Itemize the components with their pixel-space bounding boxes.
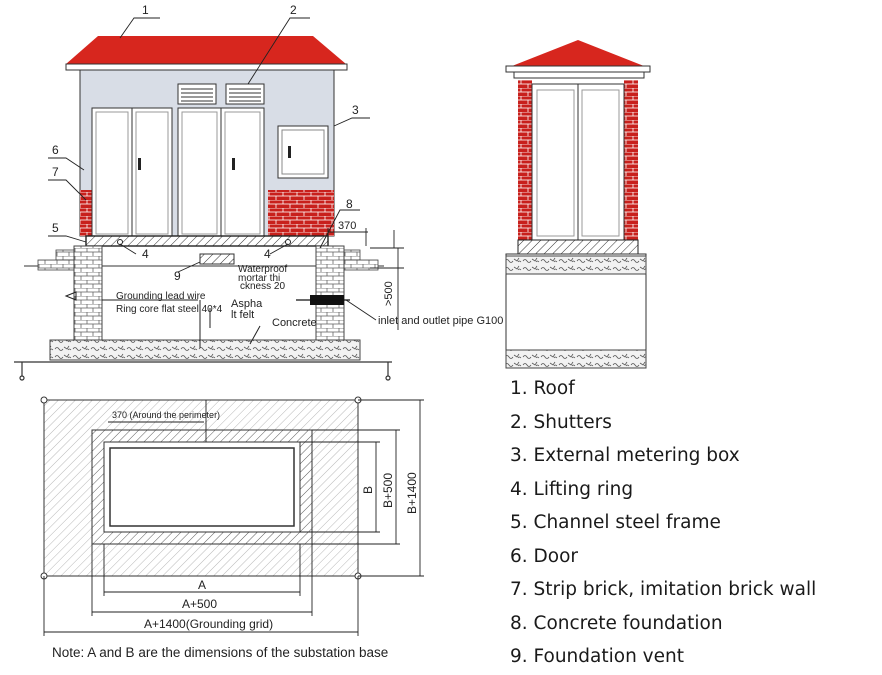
brick-wall-left (80, 190, 94, 236)
door-right (177, 107, 265, 237)
lifting-ring-left-icon (117, 239, 123, 245)
plan-dim-b1400: B+1400 (405, 472, 419, 514)
grounding-label-2: Ring core flat steel 40*4 (116, 304, 223, 315)
plan-dim-b: B (361, 486, 375, 494)
plan-dim-b500: B+500 (381, 473, 395, 508)
plan-view: 370 (Around the perimeter) A A+500 A+140… (40, 396, 424, 636)
roof (66, 36, 346, 64)
plan-dim-a500: A+500 (182, 597, 217, 611)
concrete-base (49, 339, 361, 361)
door-left (91, 107, 173, 237)
legend-list: 1. Roof 2. Shutters 3. External metering… (510, 372, 816, 674)
callout-8: 8 (346, 197, 353, 211)
asphalt-label-1: Aspha (231, 298, 263, 310)
metering-box (277, 125, 329, 179)
waterproof-label-1: Waterproof (238, 264, 287, 275)
side-elevation (505, 40, 651, 369)
dim-370: 370 (338, 220, 356, 232)
waterproof-label-2: mortar thi (238, 273, 280, 284)
brick-wall-right (268, 190, 334, 236)
legend-item: 5. Channel steel frame (510, 512, 721, 533)
asphalt-label-2: lt felt (231, 309, 254, 321)
dim-500: >500 (383, 281, 395, 306)
side-brick-left (518, 80, 532, 240)
shutters-icon (177, 83, 265, 105)
callout-7: 7 (52, 165, 59, 179)
side-roof (512, 40, 644, 66)
pipe-label: inlet and outlet pipe G100 (378, 315, 503, 327)
plan-dim-a: A (198, 578, 206, 592)
callout-5: 5 (52, 221, 59, 235)
legend-item: 4. Lifting ring (510, 478, 634, 500)
legend-item: 9. Foundation vent (510, 646, 684, 667)
roof-eave (65, 63, 348, 71)
legend-item: 8. Concrete foundation (510, 612, 723, 634)
legend-item: 2. Shutters (510, 411, 612, 433)
legend-item: 1. Roof (510, 378, 575, 399)
front-elevation: 1 2 3 6 7 5 4 4 8 9 370 >500 Waterproof … (14, 3, 503, 381)
legend-item: 7. Strip brick, imitation brick wall (510, 579, 817, 600)
callout-6: 6 (52, 143, 59, 157)
callout-2: 2 (290, 3, 297, 17)
grounding-label-1: Grounding lead wire (116, 291, 206, 302)
legend-item: 3. External metering box (510, 445, 740, 466)
plan-dim-a1400: A+1400(Grounding grid) (144, 617, 273, 631)
callout-4-right: 4 (264, 247, 271, 261)
callout-4-left: 4 (142, 247, 149, 261)
callout-3: 3 (352, 103, 359, 117)
foundation-wall-right (315, 245, 345, 341)
plan-perimeter-label: 370 (Around the perimeter) (112, 410, 220, 420)
lifting-ring-right-icon (285, 239, 291, 245)
legend-item: 6. Door (510, 545, 579, 567)
foundation-wall-left (73, 245, 103, 341)
side-brick-right (624, 80, 638, 240)
callout-9: 9 (174, 269, 181, 283)
base-dimension-note: Note: A and B are the dimensions of the … (52, 645, 389, 660)
callout-1: 1 (142, 3, 149, 17)
foundation-vent (199, 253, 235, 265)
grounding-rod-icon (19, 362, 391, 381)
concrete-label: Concrete (272, 317, 317, 329)
waterproof-label-3: ckness 20 (240, 281, 285, 292)
